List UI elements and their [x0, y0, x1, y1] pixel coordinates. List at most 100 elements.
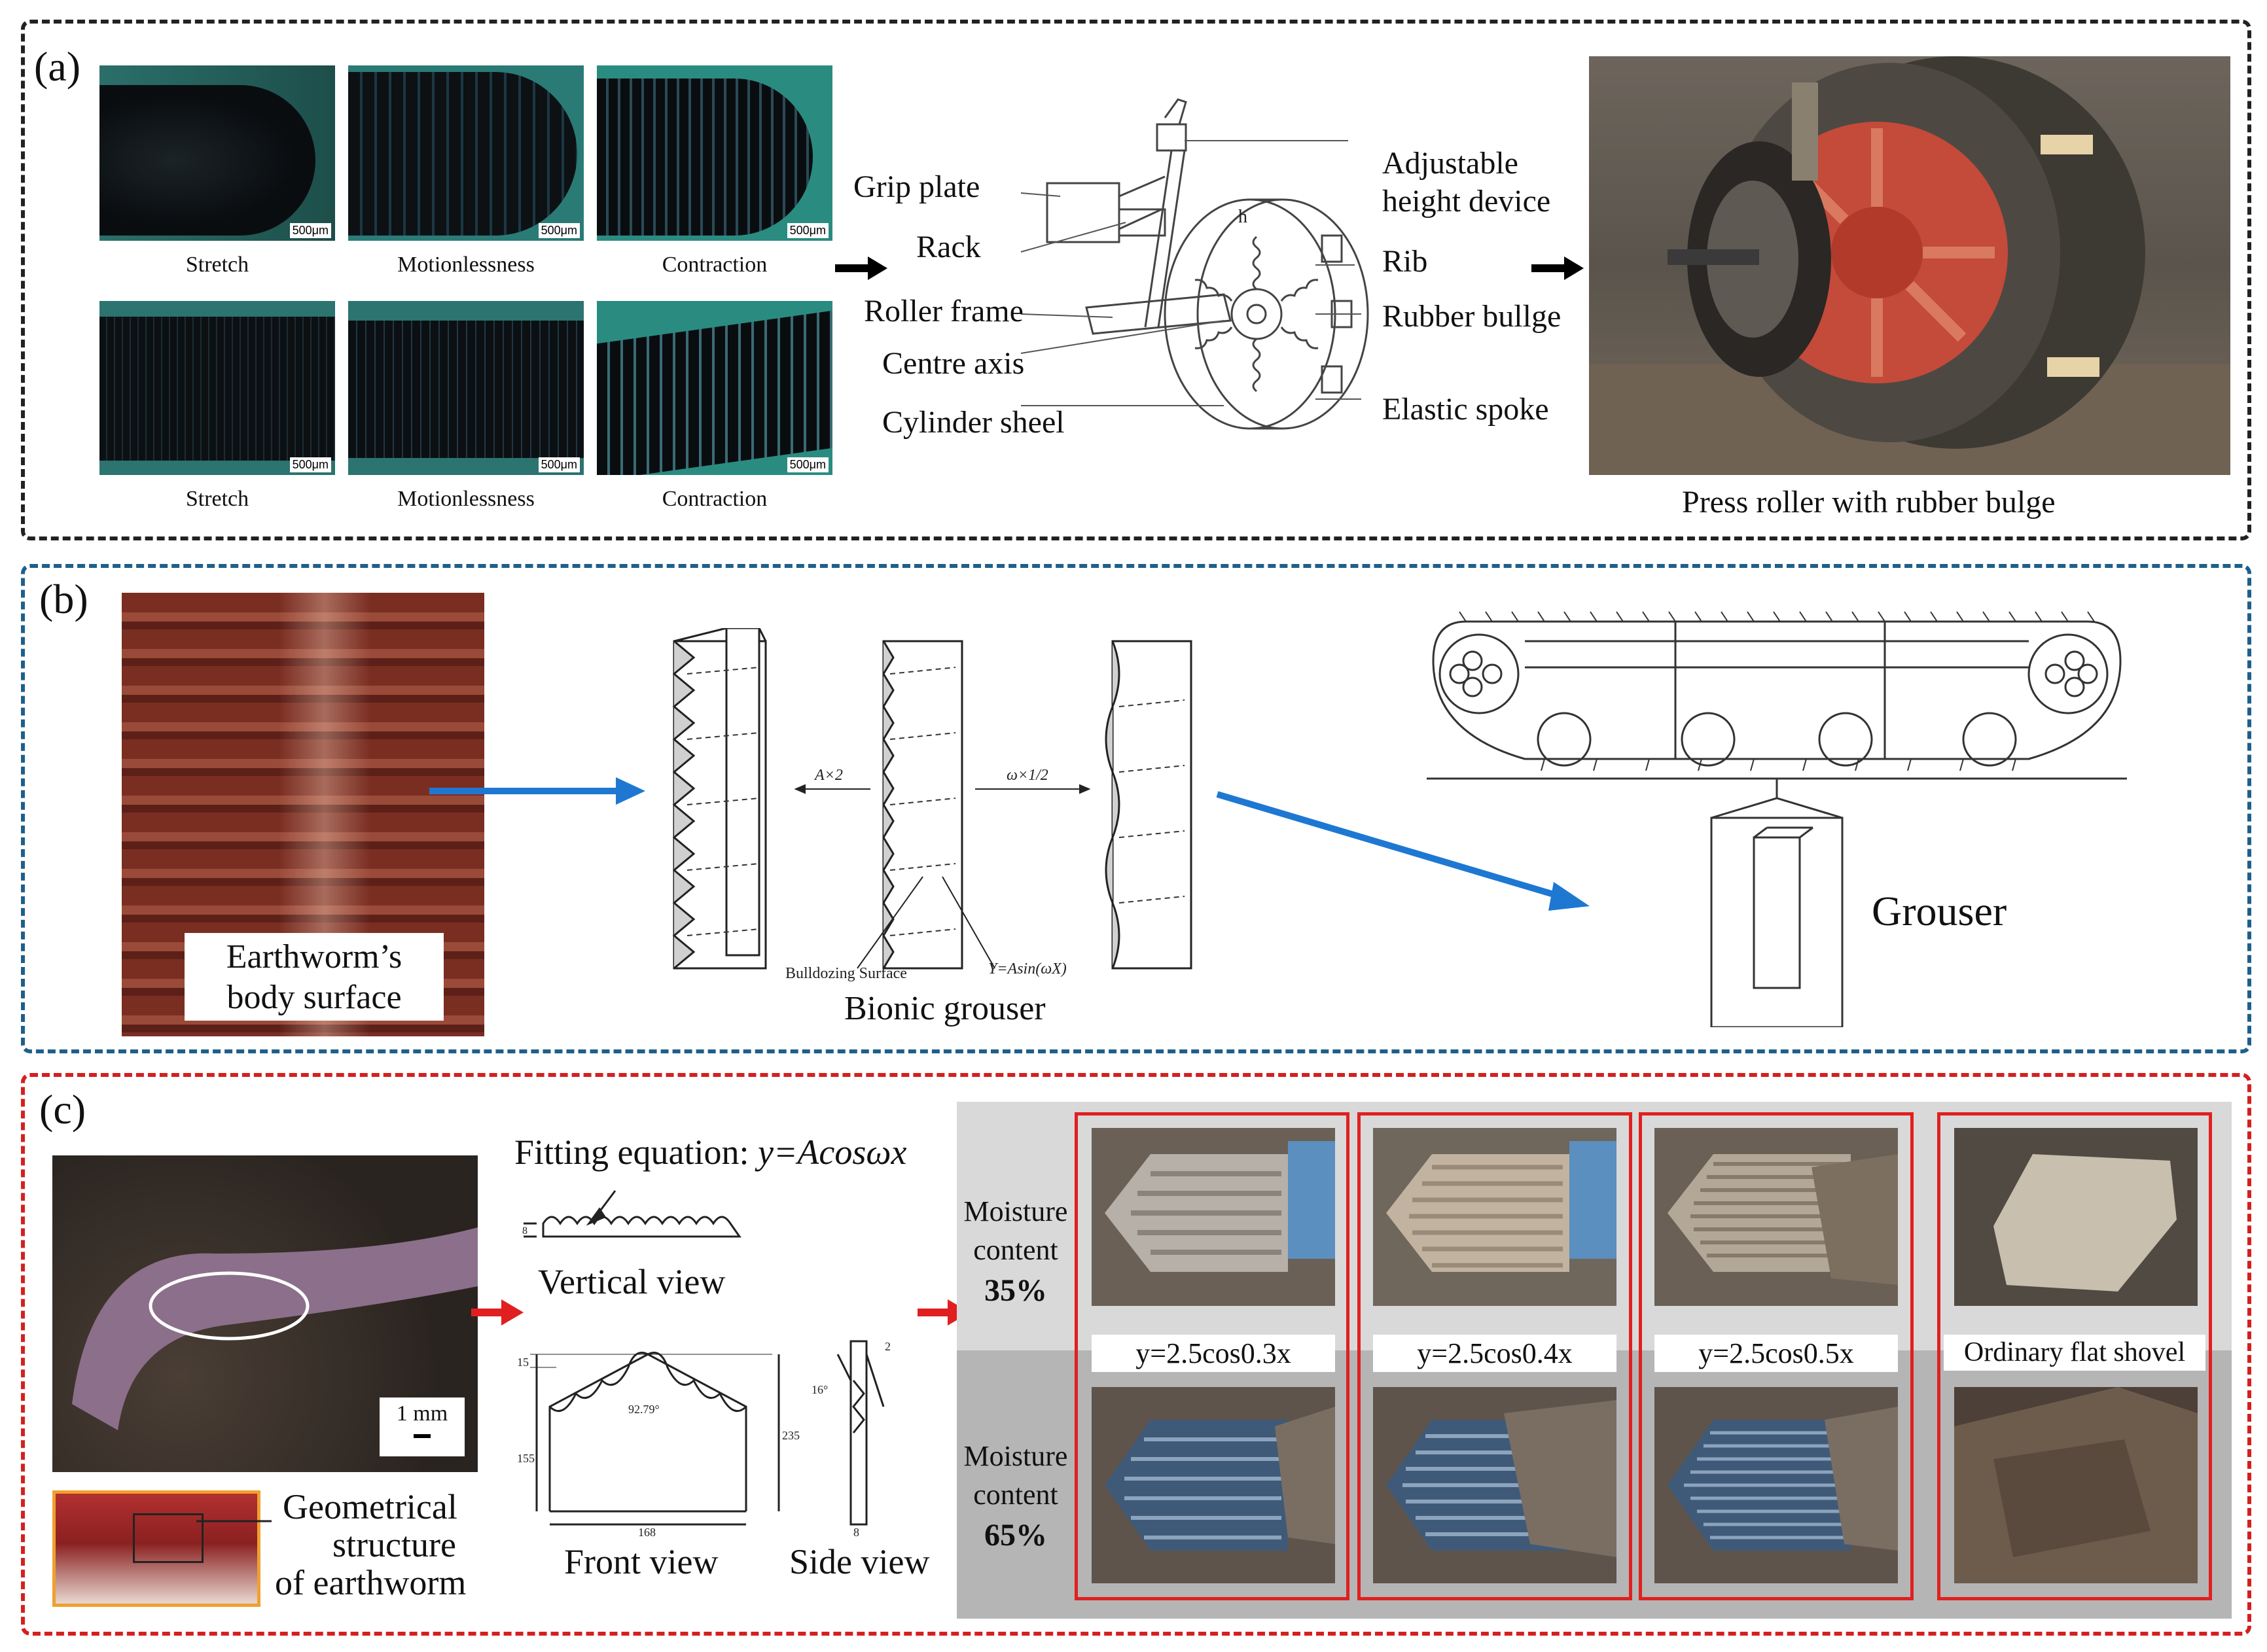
vertical-view-caption: Vertical view — [538, 1262, 726, 1301]
moisture-65-line1: Moisture — [963, 1440, 1068, 1472]
earthworm-body-photo: Earthworm’s body surface — [122, 593, 484, 1036]
press-roller-caption: Press roller with rubber bulge — [1682, 485, 2056, 519]
shovel-cos04-wet — [1373, 1387, 1616, 1583]
arrow-right-icon — [1531, 256, 1584, 280]
dim-8b: 8 — [853, 1526, 859, 1538]
front-view-caption: Front view — [564, 1542, 719, 1581]
caption-stretch-1: Stretch — [185, 253, 249, 277]
dim-2: 2 — [885, 1340, 891, 1353]
fitting-eq: y=Acosωx — [758, 1133, 907, 1172]
dim-155: 155 — [517, 1452, 535, 1465]
moisture-65: Moisture content 65% — [957, 1437, 1075, 1557]
photo-stretch-2: 500μm — [99, 301, 335, 475]
bulldozing-surface-label: Bulldozing Surface — [785, 965, 907, 982]
label-rack: Rack — [916, 230, 981, 264]
scale-label: 500μm — [787, 223, 829, 238]
label-rib: Rib — [1382, 244, 1428, 279]
label-adjustable-1: Adjustable — [1382, 146, 1518, 181]
dim-15: 15 — [517, 1356, 529, 1369]
scale-label: 500μm — [289, 457, 331, 472]
caption-flat-shovel: Ordinary flat shovel — [1944, 1335, 2205, 1371]
column-flat-shovel — [1937, 1112, 2212, 1600]
caption-contraction-1: Contraction — [662, 253, 768, 277]
bionic-grouser-diagram: A×2 ω×1/2 Bulldozing Surface Y=Asin(ωX) — [672, 628, 1192, 982]
red-arrow-icon — [471, 1299, 524, 1326]
panel-c-label: (c) — [39, 1086, 86, 1133]
earthworm-label-1: Earthworm’s — [226, 938, 402, 975]
vertical-view-diagram: 8 — [522, 1190, 741, 1238]
photo-stretch-1: 500μm — [99, 65, 335, 241]
panel-b — [21, 564, 2251, 1053]
geometry-caption-1: Geometrical — [283, 1487, 457, 1526]
scale-label: 500μm — [538, 223, 580, 238]
side-view-diagram: 2 16° 8 — [812, 1340, 891, 1538]
panel-c — [21, 1073, 2251, 1636]
arrow-right-icon — [835, 256, 887, 280]
shovel-cos03-wet — [1092, 1387, 1335, 1583]
moisture-35-line2: content — [973, 1234, 1058, 1267]
photo-motionless-1: 500μm — [348, 65, 584, 241]
photo-contraction-1: 500μm — [597, 65, 832, 241]
label-rubber-bullge: Rubber bullge — [1382, 299, 1562, 334]
dim-angle: 92.79° — [628, 1403, 660, 1416]
flat-shovel-dry — [1954, 1128, 2198, 1306]
column-cos04 — [1357, 1112, 1632, 1600]
panel-a-label: (a) — [34, 43, 81, 90]
earthworm-photo: 1 mm — [52, 1155, 478, 1472]
fitting-equation: Fitting equation: y=Acosωx — [514, 1132, 906, 1172]
geometry-caption-3: of earthworm — [275, 1563, 467, 1602]
caption-motionless-1: Motionlessness — [397, 253, 535, 277]
omega-label: ω×1/2 — [1007, 767, 1048, 784]
scale-label: 500μm — [289, 223, 331, 238]
shovel-cos05-dry — [1654, 1128, 1898, 1306]
grouser-caption: Grouser — [1872, 888, 2007, 934]
label-grip-plate: Grip plate — [853, 169, 980, 204]
dim-16: 16° — [812, 1383, 828, 1396]
flat-shovel-wet — [1954, 1387, 2198, 1583]
label-cylinder-sheel: Cylinder sheel — [882, 405, 1065, 440]
pointer-line — [196, 1520, 272, 1522]
side-view-caption: Side view — [789, 1542, 930, 1581]
caption-cos03: y=2.5cos0.3x — [1092, 1335, 1335, 1373]
panel-b-label: (b) — [39, 576, 88, 622]
h-label: h — [1238, 207, 1247, 227]
moisture-65-line2: content — [973, 1479, 1058, 1511]
tracked-vehicle-diagram — [1427, 611, 2127, 1027]
caption-contraction-2: Contraction — [662, 487, 768, 511]
caption-cos05: y=2.5cos0.5x — [1654, 1335, 1898, 1373]
fitting-prefix: Fitting equation: — [514, 1133, 758, 1172]
moisture-35-value: 35% — [984, 1273, 1047, 1308]
photo-motionless-2: 500μm — [348, 301, 584, 475]
dim-8: 8 — [522, 1225, 527, 1237]
caption-motionless-2: Motionlessness — [397, 487, 535, 511]
moisture-65-value: 65% — [984, 1517, 1047, 1553]
geometry-photo — [52, 1490, 260, 1607]
caption-cos04: y=2.5cos0.4x — [1373, 1335, 1616, 1373]
scale-label: 500μm — [538, 457, 580, 472]
scale-label: 500μm — [787, 457, 829, 472]
moisture-35: Moisture content 35% — [957, 1192, 1075, 1312]
blue-arrow-icon — [429, 777, 645, 805]
column-cos05 — [1639, 1112, 1914, 1600]
dim-235: 235 — [782, 1429, 800, 1442]
caption-stretch-2: Stretch — [185, 487, 249, 511]
photo-contraction-2: 500μm — [597, 301, 832, 475]
earthworm-label-box: Earthworm’s body surface — [185, 933, 444, 1021]
moisture-35-line1: Moisture — [963, 1195, 1068, 1227]
earthworm-label-2: body surface — [226, 979, 402, 1017]
shovel-cos03-dry — [1092, 1128, 1335, 1306]
label-centre-axis: Centre axis — [882, 346, 1025, 381]
bionic-grouser-caption: Bionic grouser — [844, 990, 1046, 1027]
press-roller-photo — [1589, 56, 2230, 475]
column-cos03 — [1075, 1112, 1349, 1600]
panel-a — [21, 20, 2251, 540]
label-roller-frame: Roller frame — [864, 294, 1024, 328]
front-view-diagram: 15 155 235 168 92.79° — [517, 1352, 800, 1538]
label-adjustable-2: height device — [1382, 184, 1551, 219]
label-elastic-spoke: Elastic spoke — [1382, 392, 1549, 427]
shovel-cos05-wet — [1654, 1387, 1898, 1583]
shovel-cos04-dry — [1373, 1128, 1616, 1306]
blue-arrow-icon — [1216, 791, 1590, 911]
scale-bar-label: 1 mm — [396, 1401, 448, 1426]
press-roller-diagram: h — [1020, 98, 1369, 430]
